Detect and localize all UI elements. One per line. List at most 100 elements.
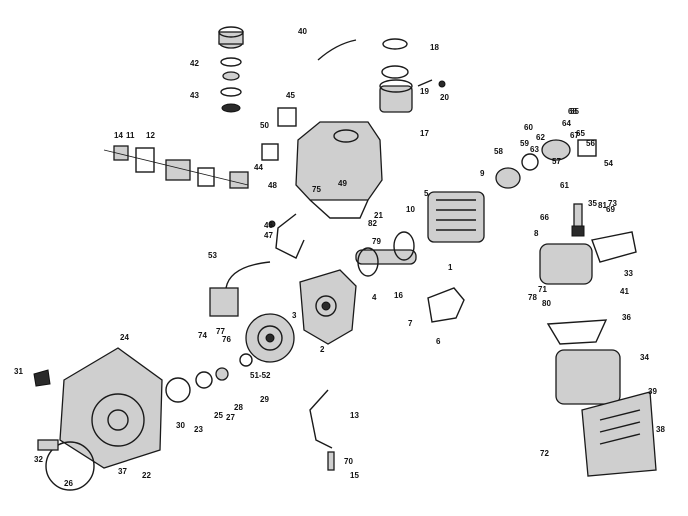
callout-19: 19 [420, 87, 429, 96]
callout-78: 78 [528, 293, 537, 302]
callout-82: 82 [368, 219, 377, 228]
air-filter-plate [261, 107, 297, 161]
callout-23: 23 [194, 425, 203, 434]
flywheel [245, 313, 295, 363]
callout-1: 1 [448, 263, 453, 272]
callout-76: 76 [222, 335, 231, 344]
callout-53: 53 [208, 251, 217, 260]
callout-46: 46 [264, 221, 273, 230]
callout-54: 54 [604, 159, 613, 168]
callout-50: 50 [260, 121, 269, 130]
callout-22: 22 [142, 471, 151, 480]
callout-15: 15 [350, 471, 359, 480]
muffler-assembly [539, 243, 657, 477]
callout-28: 28 [234, 403, 243, 412]
callout-34: 34 [640, 353, 649, 362]
callout-63: 63 [530, 145, 539, 154]
callout-48: 48 [268, 181, 277, 190]
callout-29: 29 [260, 395, 269, 404]
callout-20: 20 [440, 93, 449, 102]
recoil-starter-housing [45, 347, 163, 491]
cylinder [427, 191, 485, 243]
decal [37, 439, 59, 451]
callout-4: 4 [372, 293, 377, 302]
callout-37: 37 [118, 467, 127, 476]
callout-9: 9 [480, 169, 485, 178]
callout-60: 60 [524, 123, 533, 132]
callout-65: 65 [576, 129, 585, 138]
callout-8: 8 [534, 229, 539, 238]
callout-6: 6 [436, 337, 441, 346]
spark-plug-bracket [591, 231, 637, 263]
callout-18: 18 [430, 43, 439, 52]
callout-21: 21 [374, 211, 383, 220]
callout-73: 73 [608, 199, 617, 208]
bottom-screw [327, 451, 335, 471]
callout-74: 74 [198, 331, 207, 340]
callout-2: 2 [320, 345, 325, 354]
callout-17: 17 [420, 129, 429, 138]
callout-33: 33 [624, 269, 633, 278]
clutch-parts [495, 139, 597, 189]
fuel-line [317, 39, 357, 61]
callout-72: 72 [540, 449, 549, 458]
callout-77: 77 [216, 327, 225, 336]
crankcase [299, 269, 357, 345]
callout-57: 57 [552, 157, 561, 166]
callout-64: 64 [562, 119, 571, 128]
callout-44: 44 [254, 163, 263, 172]
starter-handle [33, 369, 51, 387]
crankshaft [355, 231, 417, 277]
callout-56: 56 [586, 139, 595, 148]
callout-58: 58 [494, 147, 503, 156]
callout-71: 71 [538, 285, 547, 294]
callout-59: 59 [520, 139, 529, 148]
callout-16: 16 [394, 291, 403, 300]
callout-75: 75 [312, 185, 321, 194]
callout-7: 7 [408, 319, 413, 328]
callout-42: 42 [190, 59, 199, 68]
fuel-tank [295, 121, 383, 219]
piston-assembly [379, 38, 446, 113]
callout-62: 62 [536, 133, 545, 142]
callout-61: 61 [560, 181, 569, 190]
callout-10: 10 [406, 205, 415, 214]
callout-49: 49 [338, 179, 347, 188]
callout-41: 41 [620, 287, 629, 296]
callout-24: 24 [120, 333, 129, 342]
callout-25: 25 [214, 411, 223, 420]
callout-14: 14 [114, 131, 123, 140]
callout-40: 40 [298, 27, 307, 36]
callout-5: 5 [424, 189, 429, 198]
callout-80: 80 [542, 299, 551, 308]
callout-43: 43 [190, 91, 199, 100]
callout-38: 38 [656, 425, 665, 434]
callout-3: 3 [292, 311, 297, 320]
callout-30: 30 [176, 421, 185, 430]
callout-81: 81 [598, 201, 607, 210]
callout-12: 12 [146, 131, 155, 140]
callout-70: 70 [344, 457, 353, 466]
callout-51-52: 51-52 [250, 371, 271, 380]
callout-26: 26 [64, 479, 73, 488]
fuel-pickup-tube [268, 213, 305, 259]
callout-47: 47 [264, 231, 273, 240]
lower-fuel-line [309, 389, 333, 449]
callout-13: 13 [350, 411, 359, 420]
callout-39: 39 [648, 387, 657, 396]
starter-pulley-parts [165, 353, 253, 403]
ignition-module [209, 261, 271, 317]
carburetor-assembly [103, 145, 249, 189]
callout-32: 32 [34, 455, 43, 464]
callout-11: 11 [126, 131, 135, 140]
gasket [427, 287, 465, 323]
callout-35: 35 [588, 199, 597, 208]
fuel-cap-assembly [218, 26, 244, 113]
spark-plug [571, 203, 585, 237]
callout-31: 31 [14, 367, 23, 376]
callout-27: 27 [226, 413, 235, 422]
callout-68: 68 [568, 107, 577, 116]
callout-69: 69 [606, 205, 615, 214]
